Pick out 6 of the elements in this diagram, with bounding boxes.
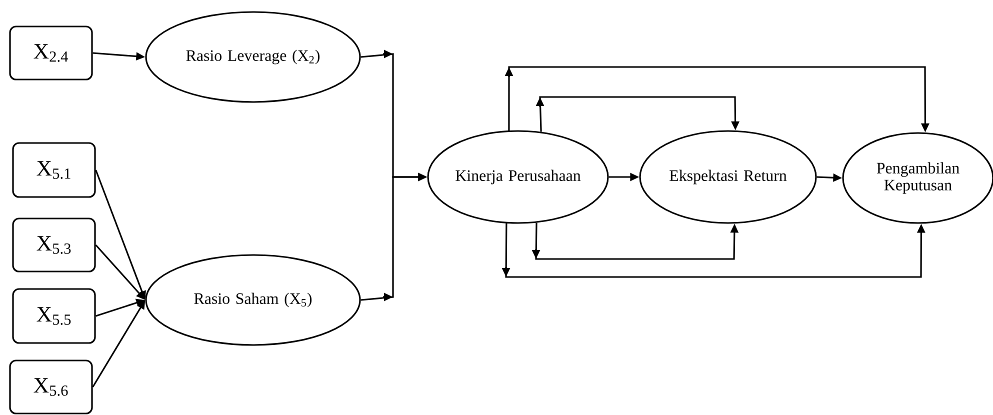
variable-box: X$_{5.1}$ — [12, 142, 96, 198]
variable-box: X$_{5.3}$ — [12, 218, 96, 272]
variable-box: X$_{2.4}$ — [9, 26, 93, 80]
arrow — [536, 96, 740, 132]
variable-box: X$_{5.6}$ — [9, 360, 93, 414]
variable-box: X$_{5.5}$ — [12, 288, 96, 344]
